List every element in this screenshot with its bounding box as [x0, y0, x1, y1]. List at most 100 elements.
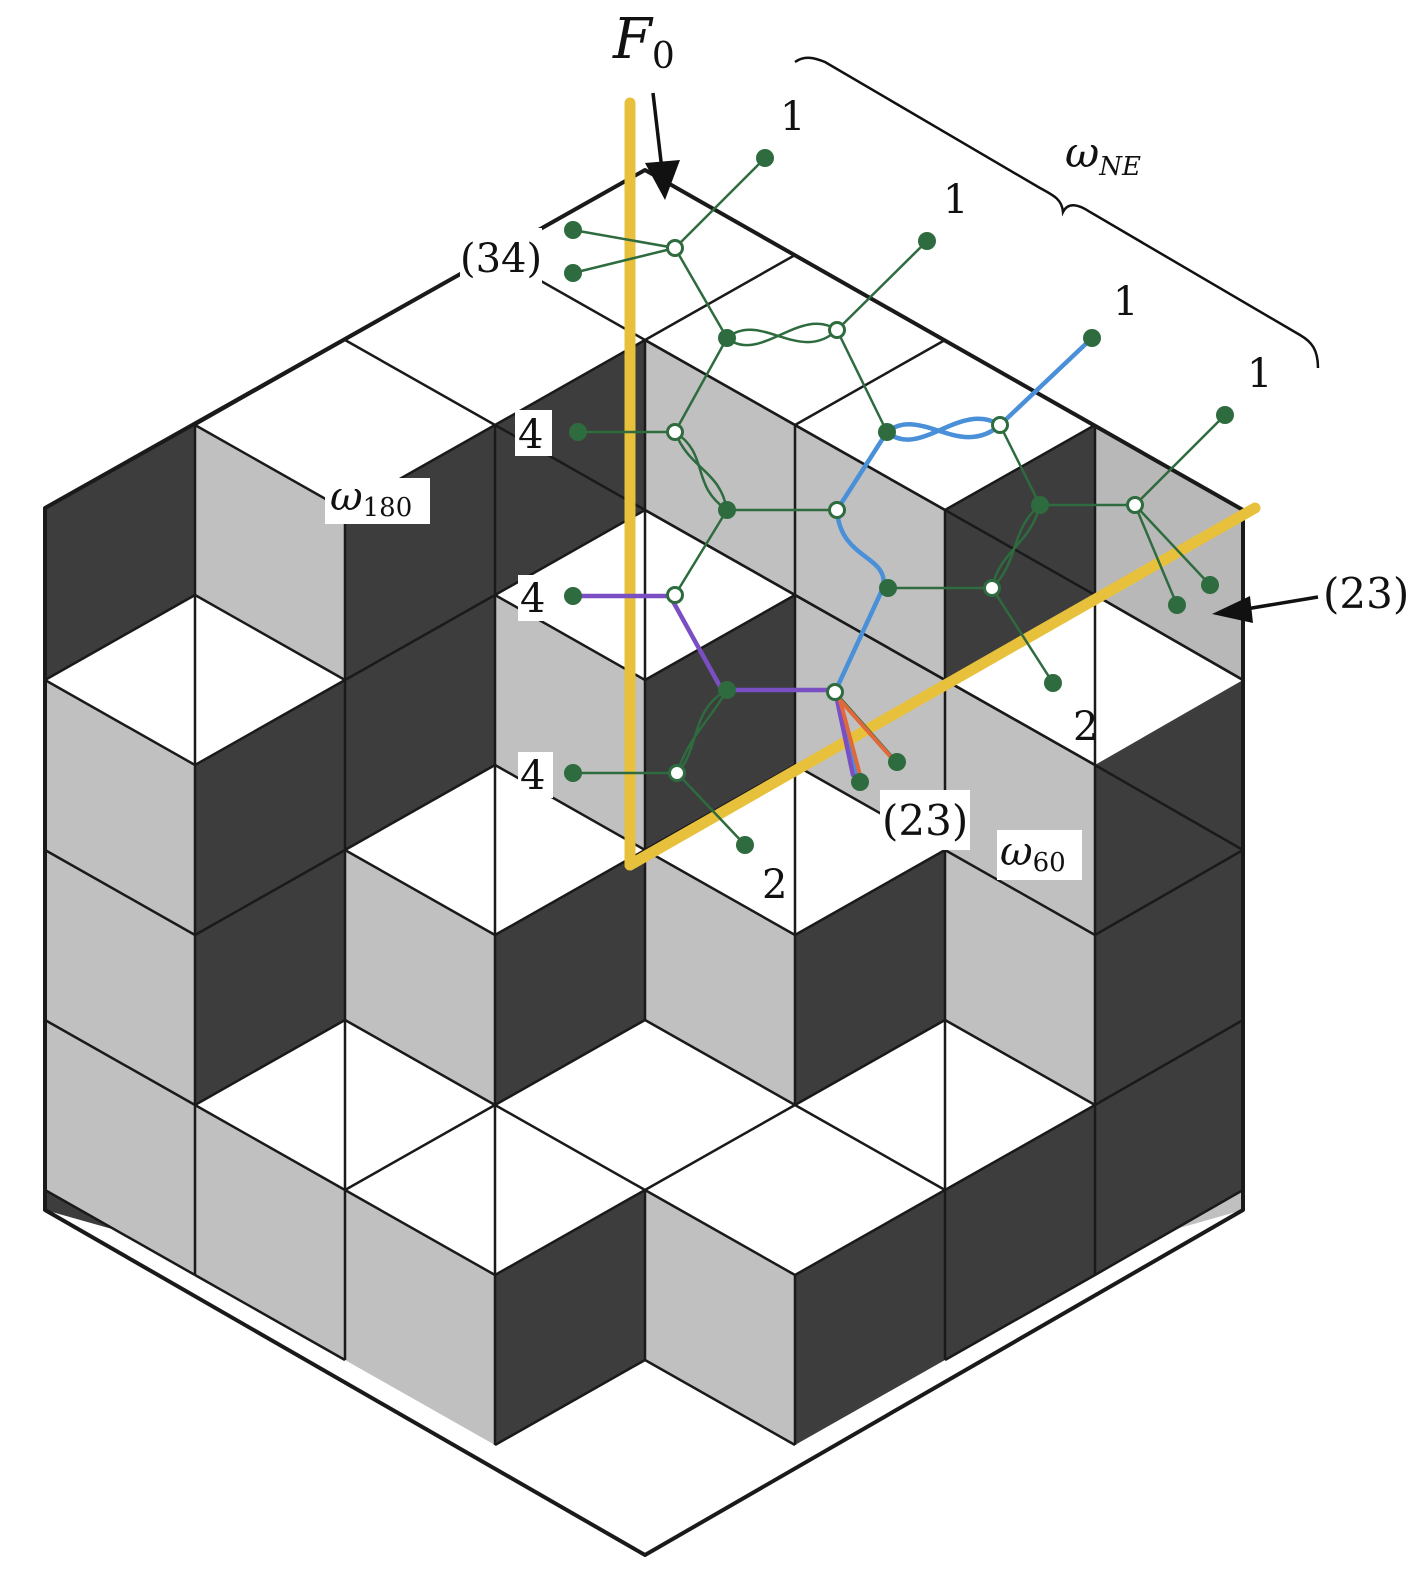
network-edge [836, 240, 928, 331]
network-edge [675, 689, 729, 774]
label-four-a: 4 [518, 412, 543, 458]
box-omega60 [997, 830, 1082, 880]
node-hollow [668, 764, 686, 782]
network-edge [726, 322, 838, 347]
network-edge [673, 337, 729, 433]
f0-letter: F [612, 7, 654, 72]
box-four-a [515, 410, 552, 456]
omega-180-letter: ω [330, 474, 363, 520]
node-hollow [828, 501, 846, 519]
network-edge [673, 509, 729, 596]
annotations [645, 56, 1320, 623]
network-edge [990, 587, 1055, 684]
edge [44, 1188, 196, 1277]
network-edge [674, 157, 766, 249]
edge [194, 1273, 346, 1362]
network-edge [1134, 504, 1211, 586]
network-edge [726, 328, 838, 344]
label-23-bottom: (23) [882, 796, 968, 845]
box-34 [460, 228, 542, 284]
node-filled [851, 773, 869, 791]
network-edge [1133, 504, 1179, 606]
labels: F0 ωNE ω180 ω60 (34) (23) (23) 1 1 1 1 2… [330, 7, 1409, 908]
network-edge [572, 228, 676, 250]
purple-path [570, 593, 856, 778]
purple-path-edge [667, 593, 725, 693]
node-filled [888, 753, 906, 771]
node-filled [569, 423, 587, 441]
omega-180-label: ω180 [330, 474, 412, 523]
omega-ne-brace [794, 56, 1320, 369]
node-hollow [666, 239, 684, 257]
network-edge [1134, 414, 1226, 506]
network [572, 157, 1226, 846]
f0-sub: 0 [652, 36, 675, 77]
f0-arrow-shaft [651, 92, 664, 171]
blue-path-edge [832, 585, 886, 695]
network-edge [676, 772, 746, 846]
node-filled [878, 423, 896, 441]
box-four-c [518, 752, 553, 798]
omega-60-sub: 60 [1033, 848, 1066, 878]
label-one-b: 1 [943, 177, 968, 223]
network-edge [835, 329, 889, 433]
label-one-a: 1 [780, 94, 805, 140]
blue-path-edge [884, 416, 1003, 442]
label-two-b: 2 [762, 862, 787, 908]
orange-path [838, 698, 892, 777]
box-omega180 [325, 478, 430, 524]
node-hollow [828, 321, 846, 339]
node-filled [1201, 576, 1219, 594]
label-boxes [325, 228, 1082, 880]
node-filled [564, 264, 582, 282]
node-hollow [1126, 496, 1144, 514]
purple-path-edge [832, 687, 856, 778]
omega-60-letter: ω [1000, 829, 1033, 875]
hollow-nodes [666, 239, 1144, 782]
edge [44, 593, 496, 682]
box-four-b [518, 575, 553, 621]
omega-ne-letter: ω [1065, 128, 1099, 177]
edge [194, 168, 646, 427]
edge [944, 678, 1096, 767]
node-filled [718, 681, 736, 699]
network-edge [990, 504, 1042, 589]
blue-path-edge [834, 429, 890, 513]
label-34: (34) [460, 236, 542, 282]
orange-path-edge [838, 698, 862, 777]
node-filled [1031, 496, 1049, 514]
node-filled [564, 221, 582, 239]
label-two-a: 2 [1073, 704, 1098, 750]
node-hollow [666, 423, 684, 441]
node-hollow [983, 579, 1001, 597]
node-filled [879, 579, 897, 597]
f0-label: F0 [612, 7, 675, 77]
network-edge [676, 688, 728, 774]
node-filled [756, 149, 774, 167]
node-filled [1083, 329, 1101, 347]
box-23-bottom [880, 790, 970, 850]
network-edge [998, 424, 1042, 506]
omega-60-label: ω60 [1000, 829, 1066, 878]
label-four-c: 4 [520, 753, 545, 799]
diagonal-axis [624, 502, 1261, 871]
cube-edges [43, 168, 1245, 1557]
network-edge [673, 431, 729, 511]
right-arrow-shaft [1239, 595, 1319, 612]
node-filled [1168, 596, 1186, 614]
node-filled [1044, 674, 1062, 692]
node-filled [564, 587, 582, 605]
network-edge [673, 247, 729, 339]
label-23-right: (23) [1323, 569, 1409, 618]
node-filled [718, 329, 736, 347]
network-edge [674, 430, 728, 512]
f0-arrow-head [645, 160, 680, 200]
omega-ne-sub: NE [1098, 152, 1141, 182]
node-hollow [666, 586, 684, 604]
node-filled [564, 764, 582, 782]
omega-ne-label: ωNE [1065, 128, 1141, 182]
label-one-d: 1 [1247, 351, 1272, 397]
blue-path-edge [997, 335, 1095, 428]
edge [494, 508, 946, 682]
